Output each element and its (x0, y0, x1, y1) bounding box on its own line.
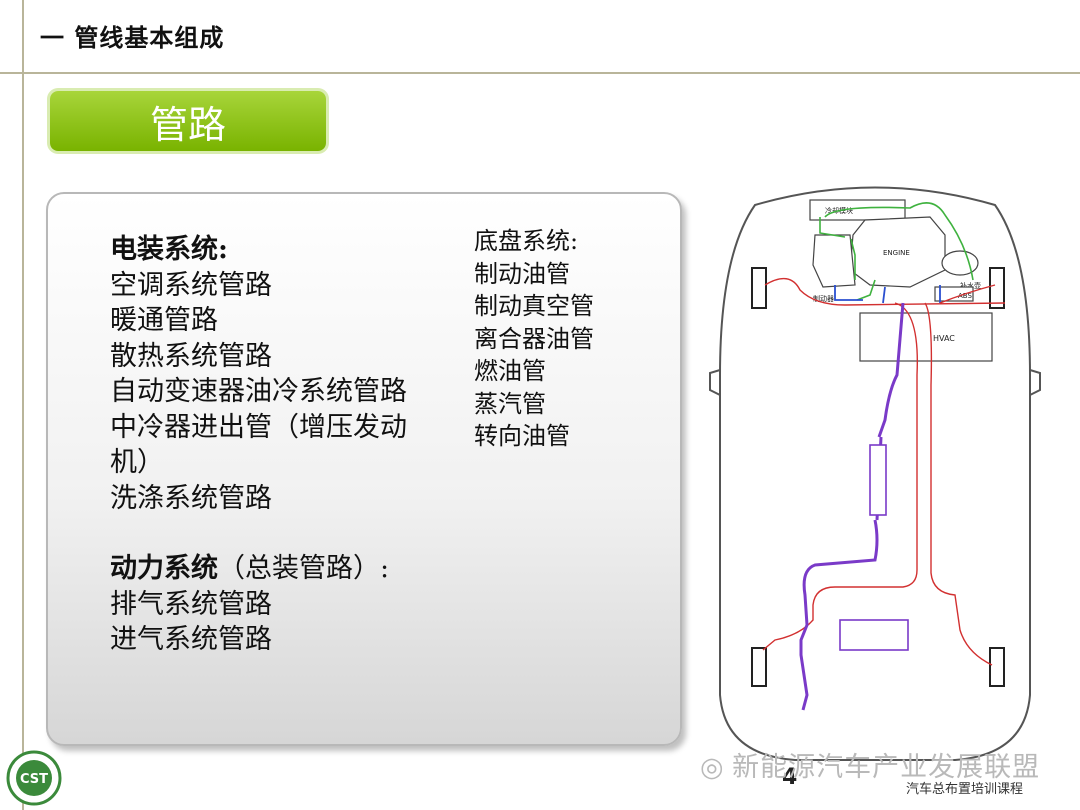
hvac-unit (859, 312, 993, 362)
car-body-outline (719, 186, 1031, 761)
list-item: 自动变速器油冷系统管路 (110, 376, 407, 407)
left-rule (22, 0, 24, 810)
page-number: 4 (782, 765, 798, 790)
watermark-text: 新能源汽车产业发展联盟 (732, 752, 1041, 783)
list-item: 暖通管路 (110, 305, 218, 336)
list-item: 燃油管 (474, 357, 546, 385)
electrical-heading: 电装系统: (110, 234, 228, 265)
red-brake-line-right (924, 302, 993, 666)
header-rule (0, 72, 1080, 74)
reservoir-label: 补水壶 (960, 281, 981, 290)
list-item: 蒸汽管 (474, 389, 546, 418)
list-item: 排气系统管路 (110, 588, 272, 620)
list-item: 离合器油管 (474, 324, 594, 353)
engine-label: ENGINE (883, 249, 910, 257)
list-item: 制动油管 (474, 259, 570, 288)
right-column: 底盘系统: 制动油管 制动真空管 离合器油管 燃油管 蒸汽管 转向油管 (474, 225, 594, 453)
hvac-label: HVAC (933, 334, 955, 343)
list-item: 散热系统管路 (110, 340, 272, 372)
vehicle-piping-diagram: 冷却模块 ENGINE 补水壶 ABS 制动器 HVAC (709, 186, 1041, 761)
content-panel (46, 192, 682, 746)
list-item: 洗涤系统管路 (110, 482, 272, 514)
list-item: 转向油管 (474, 422, 570, 450)
wheel-front-left (751, 267, 767, 309)
left-column: 电装系统: 空调系统管路 暖通管路 散热系统管路 自动变速器油冷系统管路 中冷器… (110, 232, 407, 658)
power-heading: 动力系统 (110, 553, 218, 584)
engine-block (849, 216, 946, 288)
abs-unit (934, 286, 974, 302)
course-name: 汽车总布置培训课程 (906, 782, 1024, 797)
spacer (110, 516, 407, 551)
brake-label: 制动器 (813, 294, 834, 303)
logo-text: CST (20, 772, 48, 787)
power-heading-note: （总装管路）: (218, 553, 390, 584)
slide-title: 一 管线基本组成 (40, 24, 225, 52)
list-item: 进气系统管路 (110, 624, 272, 655)
list-item: 制动真空管 (474, 292, 594, 320)
reservoir (941, 250, 979, 276)
wheel-rear-left (751, 647, 767, 687)
red-brake-line-front (764, 277, 1006, 306)
wechat-icon: ◎ (700, 752, 733, 783)
watermark: ◎ 新能源汽车产业发展联盟 (700, 745, 1040, 784)
muffler-rear (839, 619, 909, 651)
green-pipe (819, 202, 974, 301)
wheel-rear-right (989, 647, 1005, 687)
section-label: 管路 (50, 91, 326, 151)
blue-pipe (834, 285, 941, 304)
list-item: 机） (110, 447, 164, 478)
abs-label: ABS (958, 292, 972, 300)
muffler-front (869, 444, 887, 516)
power-heading-line: 动力系统（总装管路）: (110, 551, 407, 587)
wheel-front-right (989, 267, 1005, 309)
left-mirror (709, 369, 721, 396)
cooling-module (809, 199, 906, 221)
list-item: 中冷器进出管（增压发动 (110, 411, 407, 443)
transmission-block (812, 234, 856, 288)
list-item: 空调系统管路 (110, 269, 272, 301)
chassis-heading: 底盘系统: (474, 227, 579, 255)
organization-logo: CST (6, 750, 62, 806)
right-mirror (1029, 369, 1041, 396)
